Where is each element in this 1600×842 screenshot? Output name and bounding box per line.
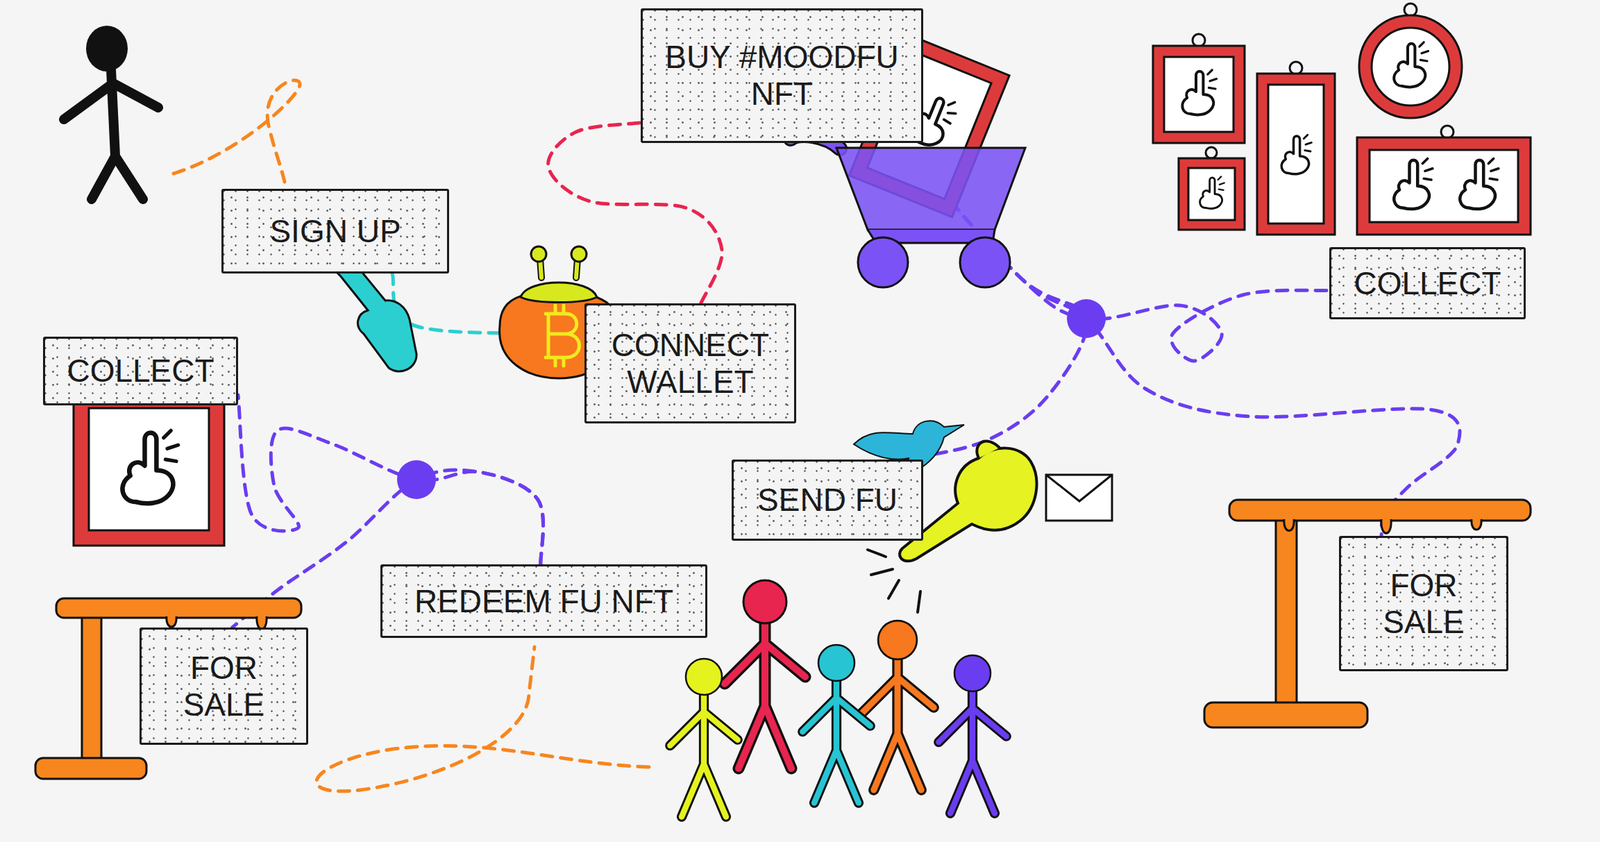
people-group bbox=[669, 580, 1006, 818]
connector-line bbox=[238, 394, 544, 565]
node-label: SEND FU bbox=[746, 481, 909, 519]
node-label: REDEEM FU NFT bbox=[394, 583, 693, 620]
junction-dot bbox=[397, 460, 436, 500]
dashed-connector bbox=[238, 394, 544, 565]
node-label: COLLECT bbox=[57, 352, 224, 390]
dashed-path bbox=[173, 80, 300, 182]
node-label: SIGN UP bbox=[236, 213, 435, 250]
label-box: REDEEM FU NFT bbox=[380, 564, 708, 638]
junction-dot bbox=[1066, 299, 1106, 339]
node-label: FOR SALE bbox=[154, 649, 294, 724]
picture-frame bbox=[73, 392, 225, 546]
label-box: FOR SALE bbox=[1339, 535, 1509, 672]
picture-frames bbox=[1152, 3, 1531, 235]
node-label: BUY #MOODFU NFT bbox=[655, 38, 909, 113]
label-box: SEND FU bbox=[731, 459, 924, 541]
envelope-icon bbox=[1046, 474, 1113, 521]
sign-stand bbox=[1204, 499, 1531, 728]
label-box: FOR SALE bbox=[139, 627, 309, 745]
node-label: FOR SALE bbox=[1353, 567, 1494, 641]
label-box: SIGN UP bbox=[221, 188, 450, 274]
node-label: COLLECT bbox=[1343, 265, 1512, 302]
dashed-path bbox=[316, 646, 650, 792]
label-box: CONNECT WALLET bbox=[584, 303, 797, 424]
stick-person bbox=[63, 25, 159, 200]
motion-lines bbox=[867, 549, 921, 613]
label-box: BUY #MOODFU NFT bbox=[640, 8, 924, 143]
node-label: CONNECT WALLET bbox=[599, 326, 782, 401]
label-box: COLLECT bbox=[43, 336, 239, 406]
label-box: COLLECT bbox=[1329, 247, 1526, 320]
